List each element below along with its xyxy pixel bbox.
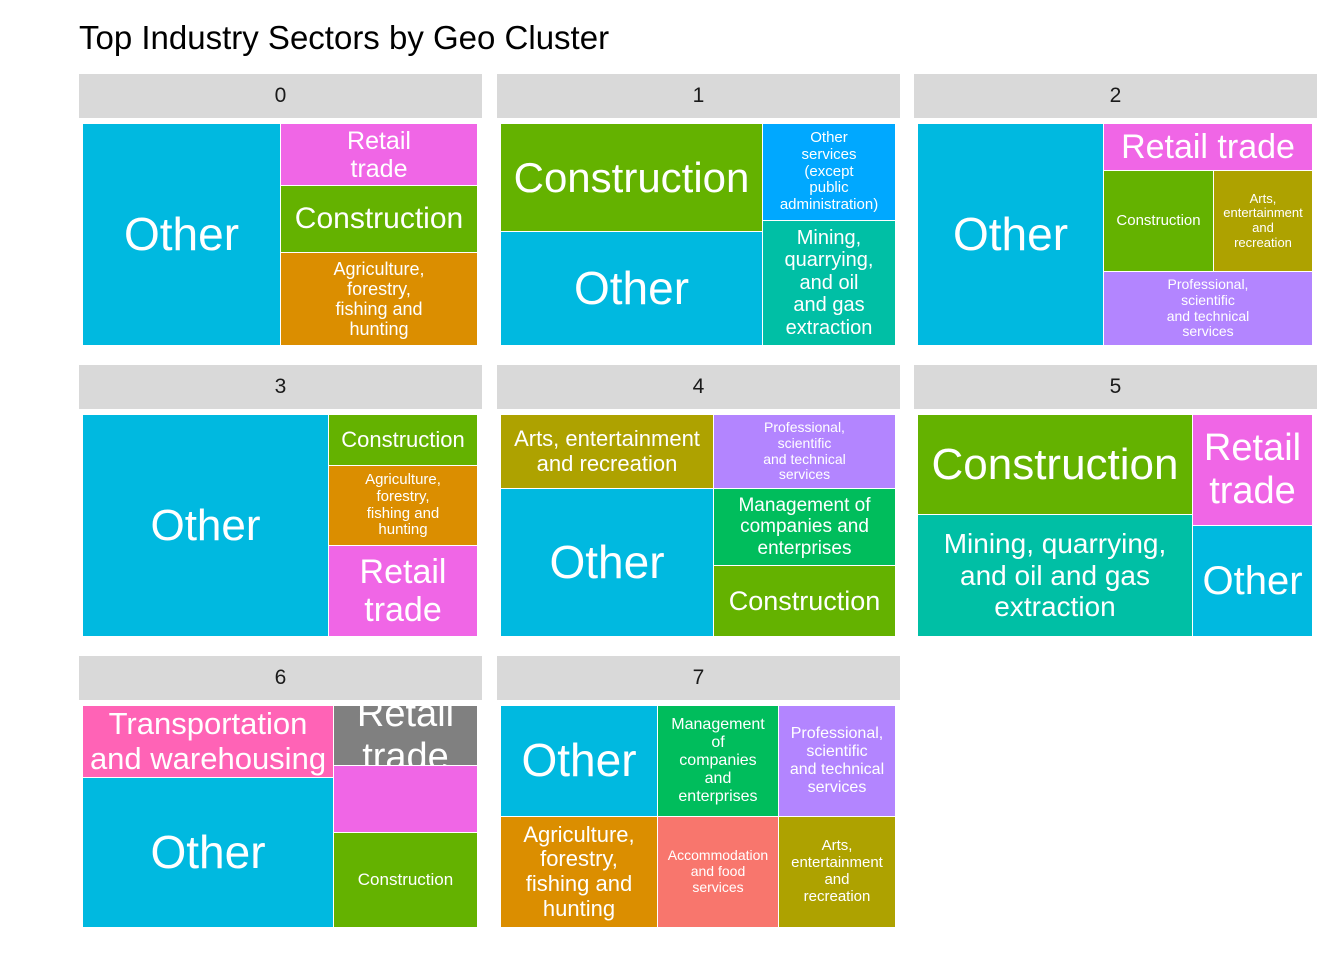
treemap-tile-other: Other [501,706,658,817]
tile-label: Accommodation and food services [667,847,769,895]
tile-label: Construction [1116,211,1201,229]
treemap-tile-arts-entertainment-and-recreation: Arts, entertainment and recreation [779,817,896,928]
treemap-tile-construction: Construction [1104,171,1214,272]
treemap-tile-management-of-companies-and-enterprises: Management of companies and enterprises [714,489,896,566]
tile-label: Retail trade [1203,427,1302,512]
tile-label: Retail trade [359,552,447,629]
tile-label: Mining, quarrying, and oil and gas extra… [784,227,874,339]
chart-title: Top Industry Sectors by Geo Cluster [79,19,610,56]
tile-label: Arts, entertainment and recreation [1223,190,1303,250]
tile-label: Construction [341,426,465,452]
tile-label: Other [952,207,1069,260]
treemap-tile-mining-quarrying-and-oil-and-gas-extraction: Mining, quarrying, and oil and gas extra… [918,515,1193,637]
treemap-tile-arts-entertainment-and-recreation: Arts, entertainment and recreation [501,415,714,489]
treemap-tile-other: Other [83,124,281,346]
facet-strip-label: 4 [497,365,900,409]
treemap-tile-professional-scientific-and-technical-services: Professional, scientific and technical s… [714,415,896,489]
tile-label: Other services (except public administra… [779,129,879,214]
tile-label: Arts, entertainment and recreation [514,425,700,476]
treemap-tile-construction: Construction [501,124,763,232]
treemap-tile-retail-trade: Retail trade [281,124,478,186]
treemap-tile-agriculture-forestry-fishing-and-hunting: Agriculture, forestry, fishing and hunti… [329,466,478,546]
treemap-tile-construction: Construction [714,566,896,637]
treemap-tile-mining-quarrying-and-oil-and-gas-extraction: Mining, quarrying, and oil and gas extra… [763,221,896,346]
treemap-tile-agriculture-forestry-fishing-and-hunting: Agriculture, forestry, fishing and hunti… [281,253,478,346]
tile-label: Management of companies and enterprises [738,495,871,559]
tile-label: Other [549,535,665,588]
tile-label: Construction [931,439,1179,489]
treemap-tile-accommodation-and-food-services: Accommodation and food services [658,817,779,928]
facet-strip-label: 1 [497,74,900,118]
tile-label: Other [123,207,240,260]
treemap-tile-retail-trade-cluster-6: Retail trade [334,706,478,766]
treemap-tile-agriculture-forestry-fishing-and-hunting: Agriculture, forestry, fishing and hunti… [501,817,658,928]
tile-label: Professional, scientific and technical s… [1166,276,1250,340]
treemap-tile-construction: Construction [281,186,478,253]
tile-label: Agriculture, forestry, fishing and hunti… [365,470,441,539]
treemap-area: Other Management of companies and enterpr… [501,706,896,928]
facet-strip-label: 7 [497,656,900,700]
treemap-tile-other-services-except-public-administration: Other services (except public administra… [763,124,896,221]
treemap-tile-other: Other [501,489,714,637]
facet-strip-label: 5 [914,365,1317,409]
treemap-tile-professional-scientific-and-technical-services: Professional, scientific and technical s… [1104,272,1313,346]
facet-strip-label: 0 [79,74,482,118]
treemap-tile-other: Other [83,415,329,637]
treemap-tile-construction: Construction [918,415,1193,515]
treemap-tile-other: Other [918,124,1104,346]
treemap-tile-construction: Construction [329,415,478,466]
tile-label: Construction [294,202,464,236]
tile-label: Other [150,500,261,550]
tile-label: Agriculture, forestry, fishing and hunti… [523,821,635,921]
tile-label: Retail trade [347,126,411,183]
facet-strip-label: 3 [79,365,482,409]
tile-label: Other [1202,558,1303,603]
treemap-tile-other: Other [83,778,334,928]
treemap-tile-construction: Construction [334,833,478,928]
treemap-tile-management-of-companies-and-enterprises: Management of companies and enterprises [658,706,779,817]
tile-label: Other [573,261,690,314]
treemap-tile-professional-scientific-and-technical-services: Professional, scientific and technical s… [779,706,896,817]
treemap-tile-other: Other [501,232,763,346]
tile-label: Retail trade [356,706,455,766]
tile-label: Transportation and warehousing [89,706,327,776]
tile-label: Agriculture, forestry, fishing and hunti… [333,258,425,340]
tile-label: Other [150,825,266,878]
tile-label: Professional, scientific and technical s… [789,725,885,796]
tile-label: Construction [513,153,750,201]
treemap-tile-retail-trade: Retail trade [1193,415,1313,526]
tile-label: Professional, scientific and technical s… [763,419,846,483]
tile-label: Arts, entertainment and recreation [791,837,883,905]
facet-strip-label: 6 [79,656,482,700]
tile-label: Management of companies and enterprises [671,716,765,805]
treemap-tile-transportation-and-warehousing: Transportation and warehousing [83,706,334,778]
tile-label: Other [521,734,637,787]
treemap-area: Arts, entertainment and recreation Profes… [501,415,896,637]
tile-label: Mining, quarrying, and oil and gas extra… [943,528,1167,623]
treemap-tile-arts-entertainment-and-recreation: Arts, entertainment and recreation [1214,171,1313,272]
treemap-tile-retail-trade: Retail trade [1104,124,1313,171]
facet-strip-label: 2 [914,74,1317,118]
treemap-tile-other: Other [1193,526,1313,637]
treemap-tile-retail-trade: Retail trade [329,546,478,637]
treemap-tile-retail-trade [334,766,478,833]
tile-label: Retail trade [1121,127,1295,166]
tile-label: Construction [728,585,881,616]
tile-label: Construction [357,870,454,890]
